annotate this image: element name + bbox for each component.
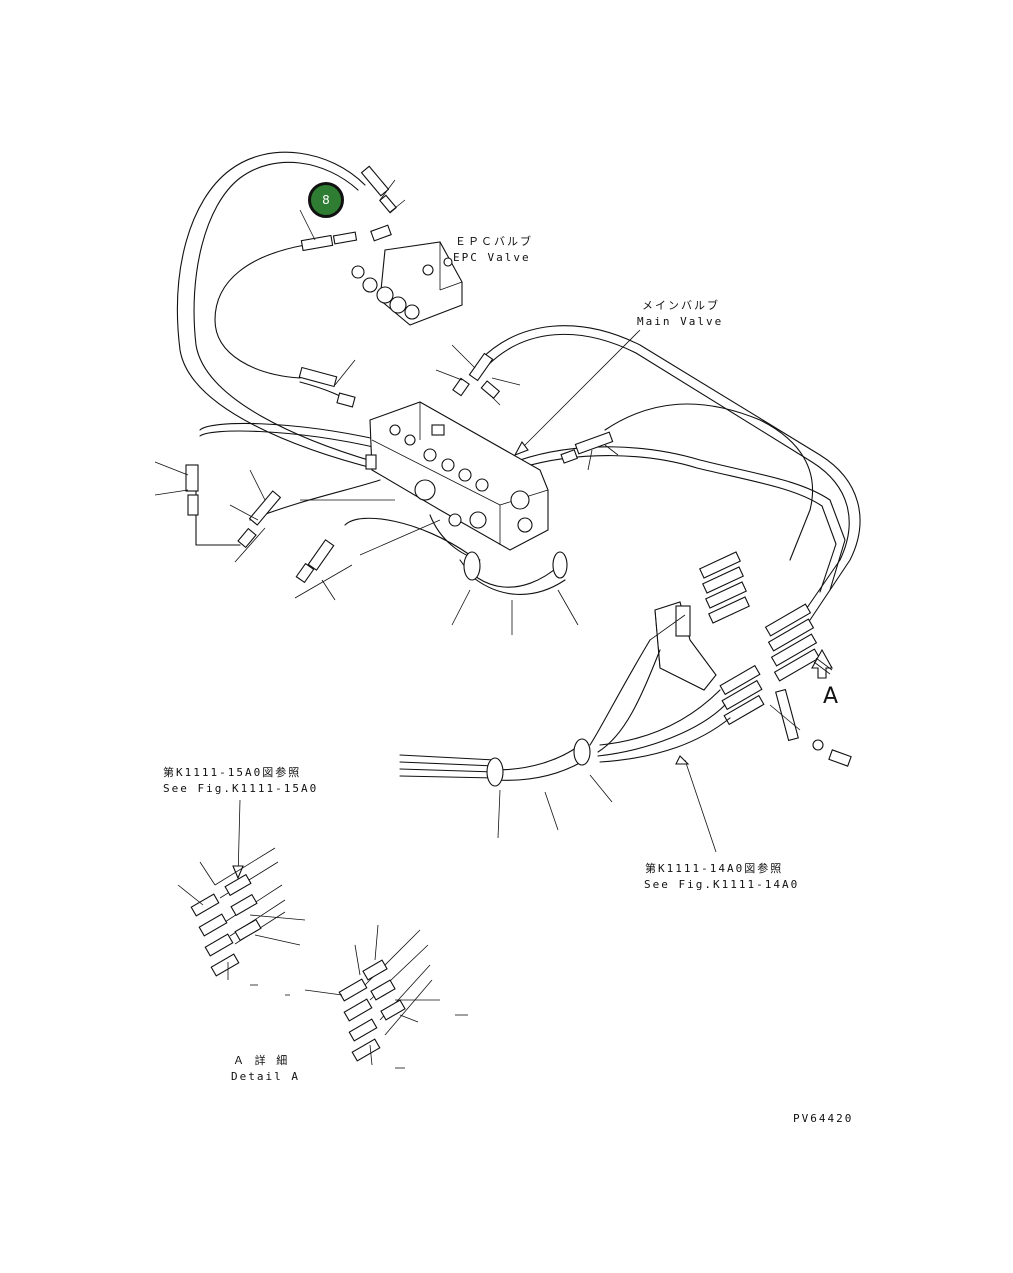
detail-a-fittings-left [177,847,306,986]
bracket-assembly [649,551,852,767]
hose-fittings-top [298,165,406,408]
reference-14a0-label-en: See Fig.K1111-14A0 [644,878,800,891]
part-callout-8[interactable]: 8 [308,182,344,218]
reference-15a0-label-en: See Fig.K1111-15A0 [163,782,319,795]
hose-lines-upper [176,151,861,621]
epc-valve-label-en: EPC Valve [453,251,531,264]
reference-arrows [232,329,641,880]
main-valve-label-jp: メインバルブ [642,299,720,312]
detail-a-fittings-right [285,924,468,1069]
epc-valve [351,224,463,326]
detail-a-label-jp: Ａ 詳 細 [233,1054,290,1067]
reference-15a0-label-jp: 第K1111-15A0図参照 [163,766,302,779]
view-arrow-label: A [823,684,839,709]
main-valve-label-en: Main Valve [637,315,724,328]
epc-valve-label-jp: ＥＰＣバルブ [455,235,533,248]
main-valve [365,401,549,551]
hose-lines-lower [399,639,731,853]
drawing-code: PV64420 [793,1112,854,1125]
detail-a-label-en: Detail A [231,1070,300,1083]
hose-fittings-middle [154,344,619,601]
hose-clamp-upper [451,551,579,635]
view-a-arrow [811,648,833,679]
reference-14a0-label-jp: 第K1111-14A0図参照 [645,862,784,875]
